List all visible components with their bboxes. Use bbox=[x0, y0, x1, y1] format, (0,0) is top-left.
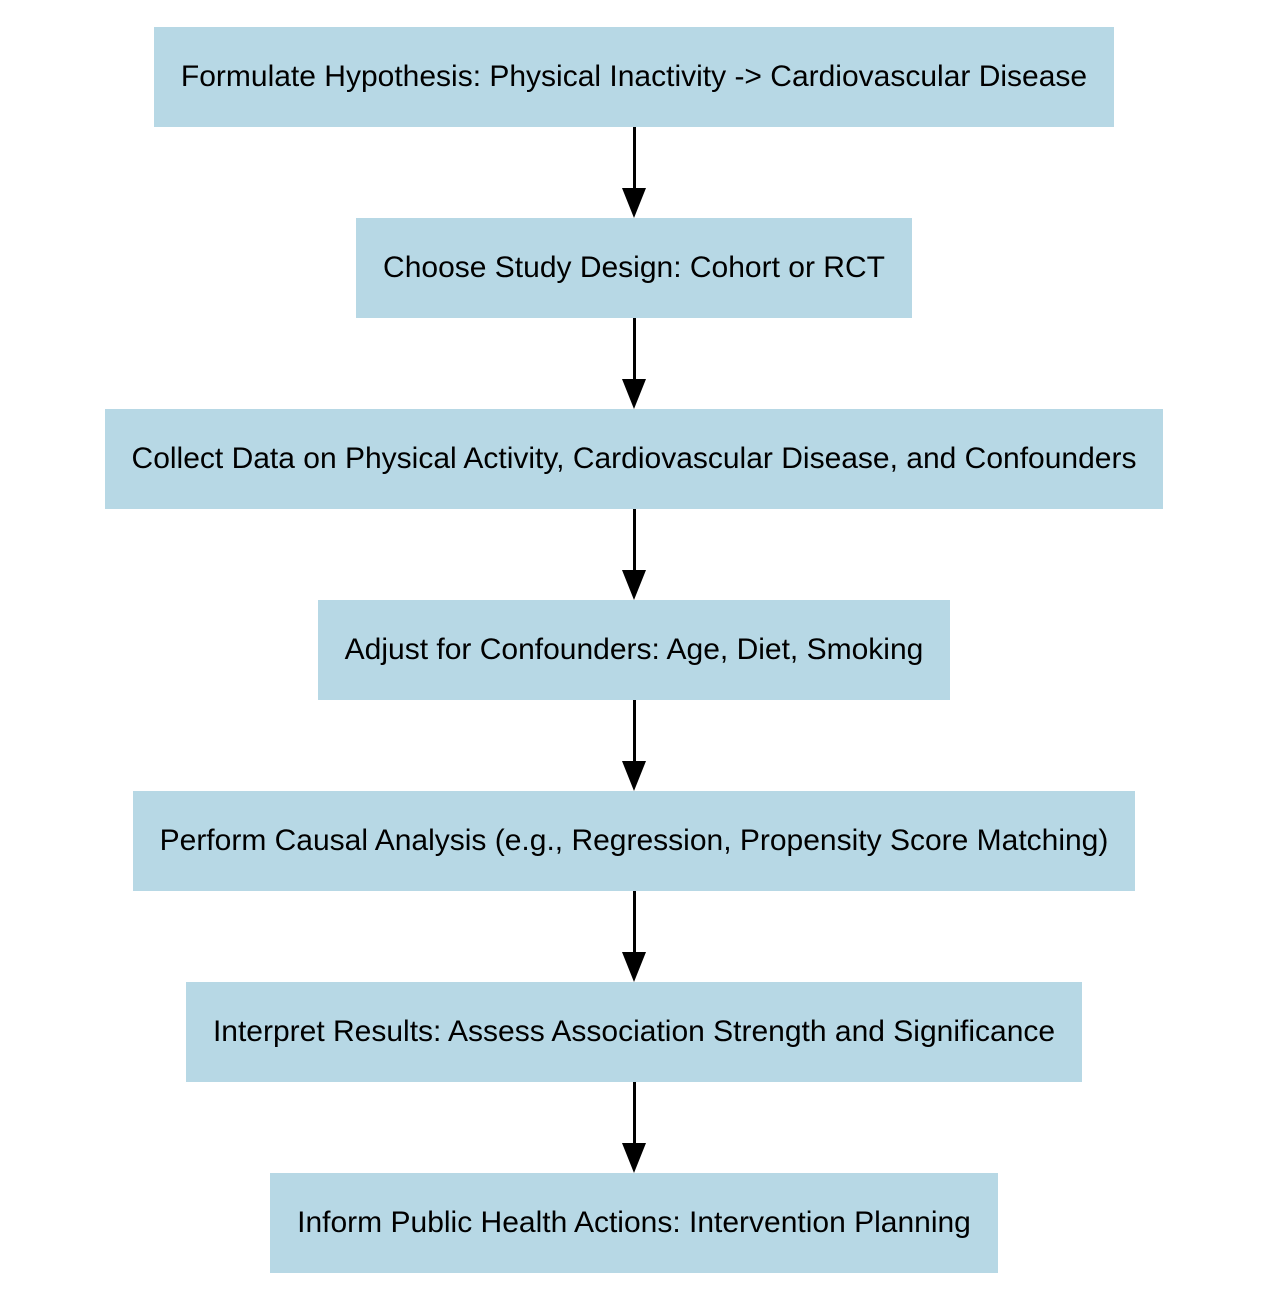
arrowhead-down-icon bbox=[622, 570, 646, 600]
arrow-shaft bbox=[632, 509, 636, 570]
arrow-shaft bbox=[632, 891, 636, 952]
flow-arrow-6 bbox=[622, 1082, 646, 1173]
arrow-shaft bbox=[632, 127, 636, 188]
flow-node-inform-public-health: Inform Public Health Actions: Interventi… bbox=[270, 1173, 998, 1273]
flow-node-collect-data: Collect Data on Physical Activity, Cardi… bbox=[104, 409, 1164, 509]
flow-node-formulate-hypothesis: Formulate Hypothesis: Physical Inactivit… bbox=[153, 27, 1115, 127]
flow-arrow-1 bbox=[622, 127, 646, 218]
arrowhead-down-icon bbox=[622, 379, 646, 409]
flow-node-perform-causal-analysis: Perform Causal Analysis (e.g., Regressio… bbox=[132, 791, 1136, 891]
flow-arrow-5 bbox=[622, 891, 646, 982]
flow-arrow-2 bbox=[622, 318, 646, 409]
flow-arrow-3 bbox=[622, 509, 646, 600]
flow-node-choose-study-design: Choose Study Design: Cohort or RCT bbox=[356, 218, 912, 318]
arrow-shaft bbox=[632, 1082, 636, 1143]
arrowhead-down-icon bbox=[622, 188, 646, 218]
flow-node-adjust-for-confounders: Adjust for Confounders: Age, Diet, Smoki… bbox=[317, 600, 951, 700]
flowchart: Formulate Hypothesis: Physical Inactivit… bbox=[104, 27, 1164, 1273]
arrowhead-down-icon bbox=[622, 761, 646, 791]
flow-arrow-4 bbox=[622, 700, 646, 791]
flow-node-interpret-results: Interpret Results: Assess Association St… bbox=[185, 982, 1083, 1082]
arrow-shaft bbox=[632, 700, 636, 761]
arrowhead-down-icon bbox=[622, 1143, 646, 1173]
arrowhead-down-icon bbox=[622, 952, 646, 982]
arrow-shaft bbox=[632, 318, 636, 379]
